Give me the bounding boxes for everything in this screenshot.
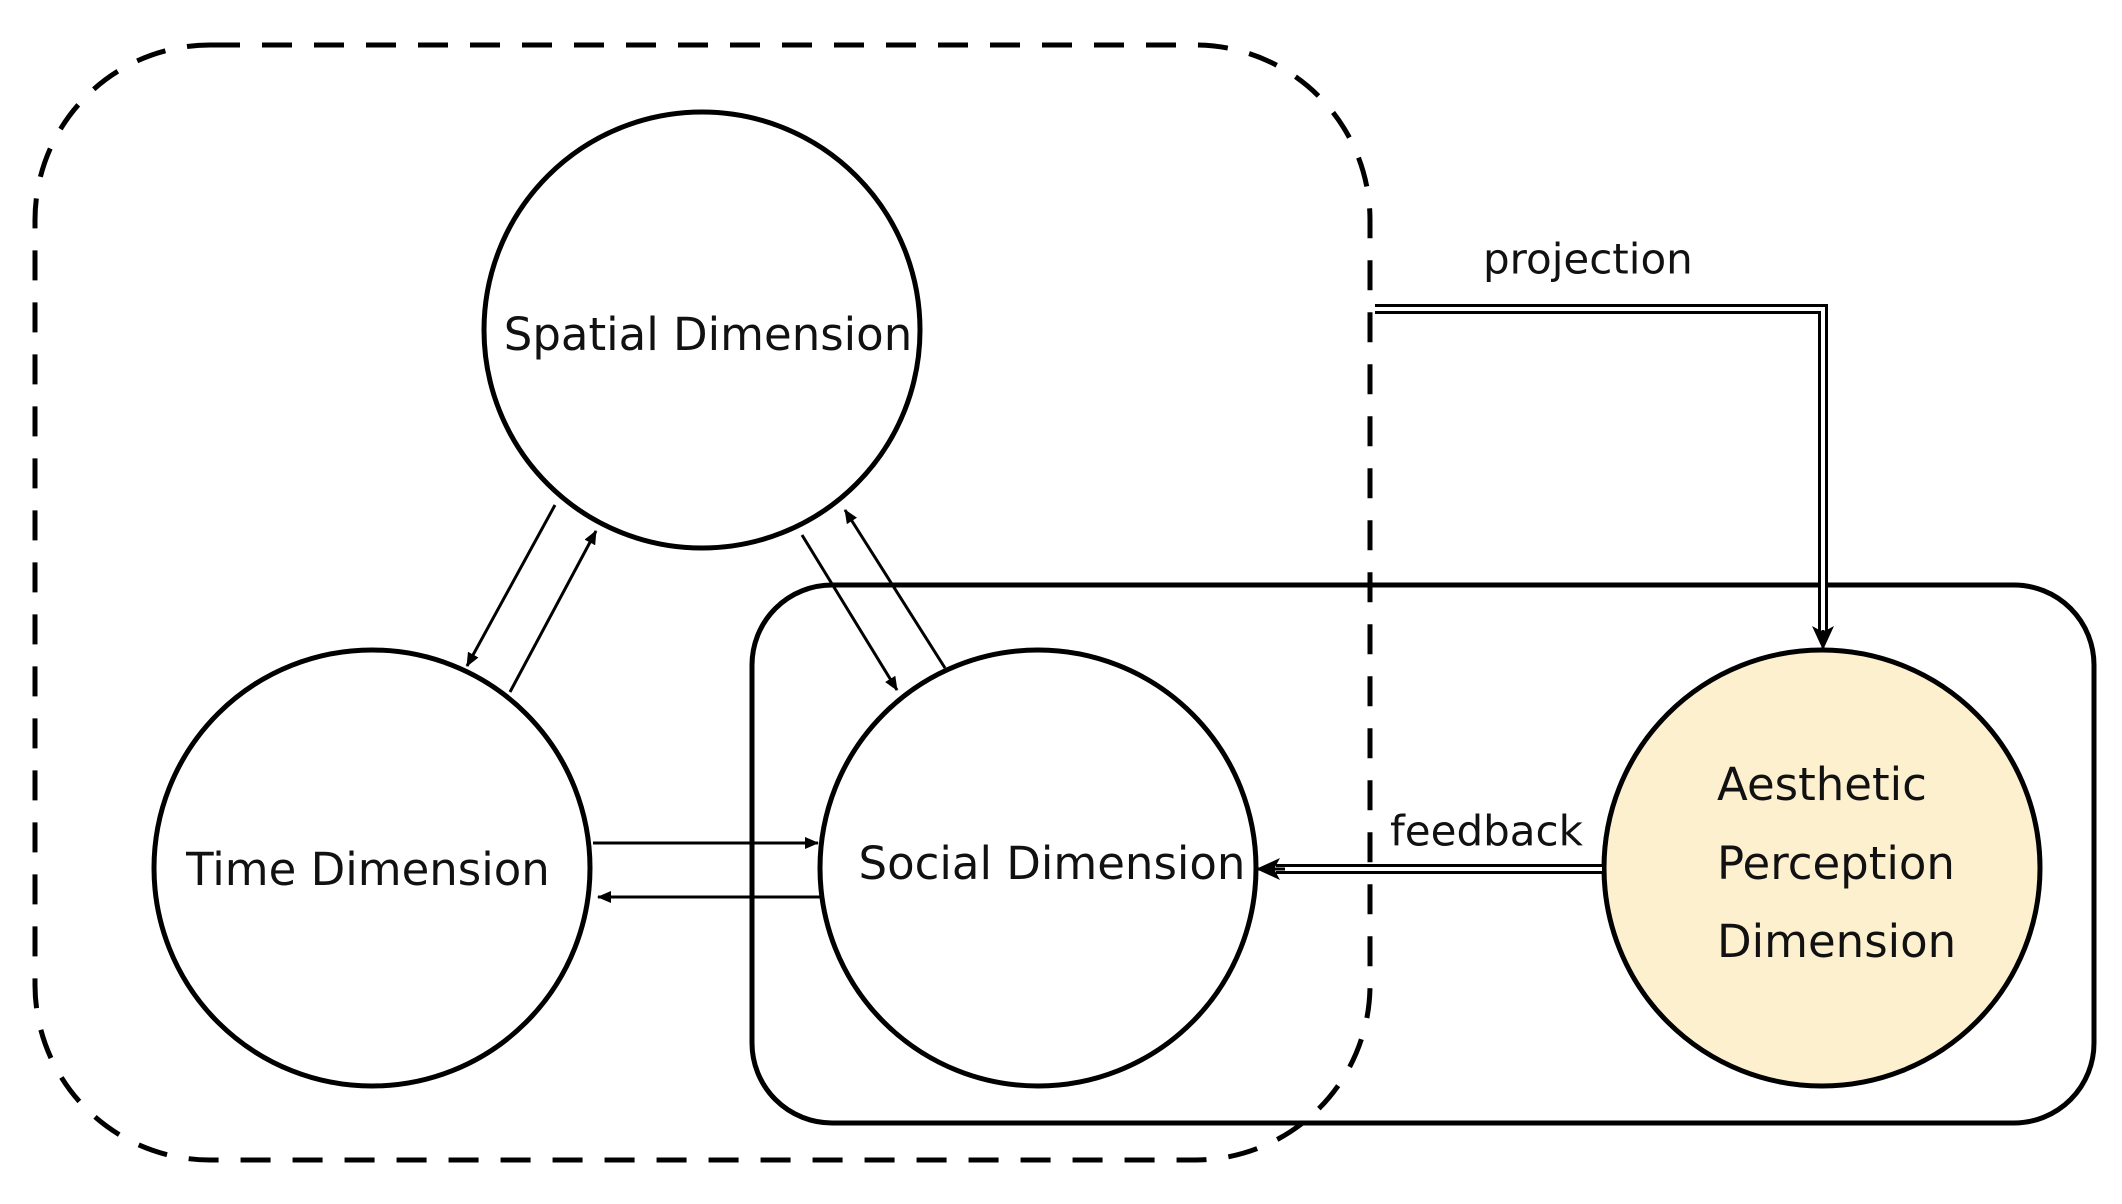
social-dimension-label: Social Dimension [859, 837, 1246, 890]
feedback-label: feedback [1390, 807, 1584, 856]
time-dimension-node: Time Dimension [151, 647, 593, 1089]
dashed-group-boundary [32, 42, 1373, 1163]
arrow-spatial-to-social [800, 534, 899, 691]
arrow-social-to-spatial [843, 509, 947, 669]
spatial-dimension-label: Spatial Dimension [504, 308, 912, 361]
aesthetic-label-line-2: Perception [1717, 837, 1955, 890]
projection-arrow [1375, 304, 1834, 650]
aesthetic-label-line-1: Aesthetic [1717, 758, 1927, 811]
time-dimension-label: Time Dimension [185, 843, 550, 896]
projection-label: projection [1483, 235, 1693, 284]
social-dimension-node: Social Dimension [817, 647, 1259, 1089]
aesthetic-perception-dimension-node: Aesthetic Perception Dimension [1601, 647, 2043, 1089]
arrow-time-to-spatial [508, 530, 598, 693]
solid-group-boundary [749, 582, 2097, 1126]
spatial-dimension-node: Spatial Dimension [481, 109, 923, 551]
aesthetic-label-line-3: Dimension [1717, 915, 1956, 968]
arrow-spatial-to-time [465, 504, 557, 667]
